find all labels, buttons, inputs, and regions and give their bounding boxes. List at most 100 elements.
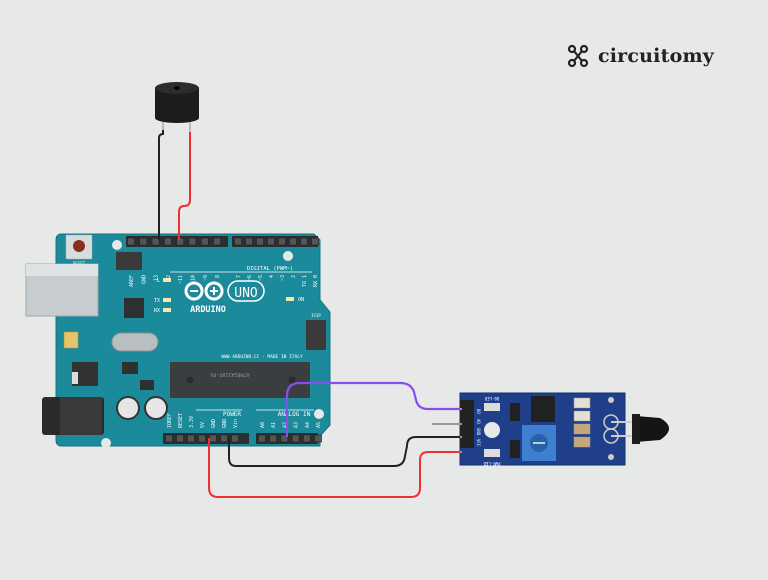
mounting-hole xyxy=(112,240,122,250)
pin-digital-tx1[interactable] xyxy=(300,237,308,246)
pin-digital-13[interactable] xyxy=(151,237,160,246)
d0-led-label: D0-LED xyxy=(484,396,499,401)
pin-label-digital: ~6 xyxy=(247,275,253,281)
crystal-oscillator xyxy=(111,332,159,352)
led-l xyxy=(163,278,171,282)
sensitivity-potentiometer[interactable] xyxy=(522,425,556,461)
pin-label-digital: 8 xyxy=(215,275,221,278)
atmega-chip xyxy=(170,362,310,398)
wire-sensor-do-a3[interactable] xyxy=(285,381,460,437)
pin-label-analog: A4 xyxy=(305,422,311,428)
pin-power-33v[interactable] xyxy=(187,434,195,443)
pin-digital-11[interactable] xyxy=(176,237,184,246)
pin-digital-4[interactable] xyxy=(267,237,275,246)
pin-digital-7[interactable] xyxy=(234,237,242,246)
pin-label-analog: A1 xyxy=(271,422,277,428)
arduino-uno-board: RESET xyxy=(25,233,331,448)
sensor-pin-label-gnd: GND xyxy=(476,428,481,436)
pin-label-digital: 2 xyxy=(291,275,297,278)
pin-analog-a2[interactable] xyxy=(280,434,289,443)
usb-controller-chip xyxy=(124,298,144,318)
wire-buzzer-pin12[interactable] xyxy=(178,132,191,240)
pwr-led xyxy=(484,449,500,457)
pin-analog-a1[interactable] xyxy=(269,434,278,443)
pin-power-reset[interactable] xyxy=(176,434,184,443)
pwr-led-label: PWR-LED xyxy=(483,461,500,466)
pin-digital-aref[interactable] xyxy=(127,237,135,246)
pin-digital-3[interactable] xyxy=(278,237,286,246)
pin-power-ioref[interactable] xyxy=(165,434,173,443)
brand-name: circuitomy xyxy=(598,45,714,67)
pin-analog-a0[interactable] xyxy=(258,434,266,443)
pin-power-gnd[interactable] xyxy=(209,434,217,443)
wire-buzzer-gnd[interactable] xyxy=(158,130,164,240)
flame-sensor-led xyxy=(603,414,669,444)
flame-sensor-module: DO AO GND VCC D0-LED PWR-LED xyxy=(432,392,669,466)
d0-led xyxy=(484,403,500,411)
digital-header-right xyxy=(232,236,318,247)
mounting-hole xyxy=(484,422,500,438)
power-header xyxy=(163,433,249,444)
power-label: POWER xyxy=(223,411,241,418)
pin-label-analog: A0 xyxy=(260,422,266,428)
usb-port xyxy=(25,263,99,317)
wires xyxy=(158,130,460,498)
pin-digital-6[interactable] xyxy=(245,237,253,246)
pin-label-digital: RX 0 xyxy=(313,275,319,287)
led-rx xyxy=(163,308,171,312)
pin-label-digital: 4 xyxy=(269,275,275,278)
analog-label: ANALOG IN xyxy=(278,411,311,418)
sensor-pin-label-do: DO xyxy=(476,409,481,414)
mounting-hole xyxy=(283,251,293,261)
chip-label: ATMEGA328P-PU xyxy=(210,371,249,377)
pin-label-digital: 7 xyxy=(236,275,242,278)
pin-label-digital: ~3 xyxy=(280,275,286,281)
reset-button[interactable] xyxy=(65,234,93,260)
mounting-hole xyxy=(101,438,111,448)
pin-label-digital: ~11 xyxy=(178,275,184,284)
circuit-nodes-icon xyxy=(567,44,589,68)
pin-digital-9[interactable] xyxy=(201,237,209,246)
pin-digital-2[interactable] xyxy=(289,237,297,246)
pin-label-digital: 13 xyxy=(154,275,160,281)
pin-analog-a4[interactable] xyxy=(302,434,311,443)
brand-logo: circuitomy xyxy=(566,44,714,68)
pin-label-digital: ~9 xyxy=(203,275,209,281)
pin-power-gnd[interactable] xyxy=(220,434,228,443)
tantalum-capacitor xyxy=(63,331,79,349)
wire-sensor-vcc-5v[interactable] xyxy=(208,438,460,498)
pin-digital-10[interactable] xyxy=(188,237,197,246)
pin-label-power: 3.3V xyxy=(189,416,195,428)
on-label: ON xyxy=(298,297,304,303)
pin-analog-a3[interactable] xyxy=(291,434,300,443)
website-label: WWW.ARDUINO.CC - MADE IN ITALY xyxy=(221,354,303,360)
pin-label-digital: 12 xyxy=(166,275,172,281)
pin-digital-12[interactable] xyxy=(164,237,172,246)
arduino-infinity-logo xyxy=(184,280,265,302)
pin-digital-gnd[interactable] xyxy=(139,237,148,246)
capacitor xyxy=(144,396,168,420)
led-label-tx: TX xyxy=(154,298,160,304)
icsp-header xyxy=(306,320,326,350)
mounting-hole xyxy=(314,409,324,419)
pin-label-digital: ~10 xyxy=(191,275,197,284)
led-on xyxy=(286,297,294,301)
pin-label-digital: GND xyxy=(141,275,147,284)
led-label-l: L xyxy=(157,278,160,284)
comparator-chip xyxy=(531,396,555,422)
digital-label: DIGITAL (PWM~) xyxy=(247,266,293,272)
led-label-rx: RX xyxy=(154,308,160,314)
pin-power-5v[interactable] xyxy=(198,434,206,443)
wire-sensor-gnd[interactable] xyxy=(228,436,460,467)
pin-digital-rx0[interactable] xyxy=(311,237,319,246)
pin-digital-8[interactable] xyxy=(213,237,221,246)
capacitor xyxy=(116,396,140,420)
pin-label-analog: A5 xyxy=(316,422,322,428)
pin-power-vin[interactable] xyxy=(231,434,239,443)
arduino-brand-label: ARDUINO xyxy=(190,305,226,315)
pin-label-power: 5V xyxy=(200,422,206,428)
uno-label: UNO xyxy=(234,286,258,301)
pin-label-analog: A2 xyxy=(282,422,288,428)
pin-analog-a5[interactable] xyxy=(314,434,322,443)
pin-digital-5[interactable] xyxy=(256,237,264,246)
